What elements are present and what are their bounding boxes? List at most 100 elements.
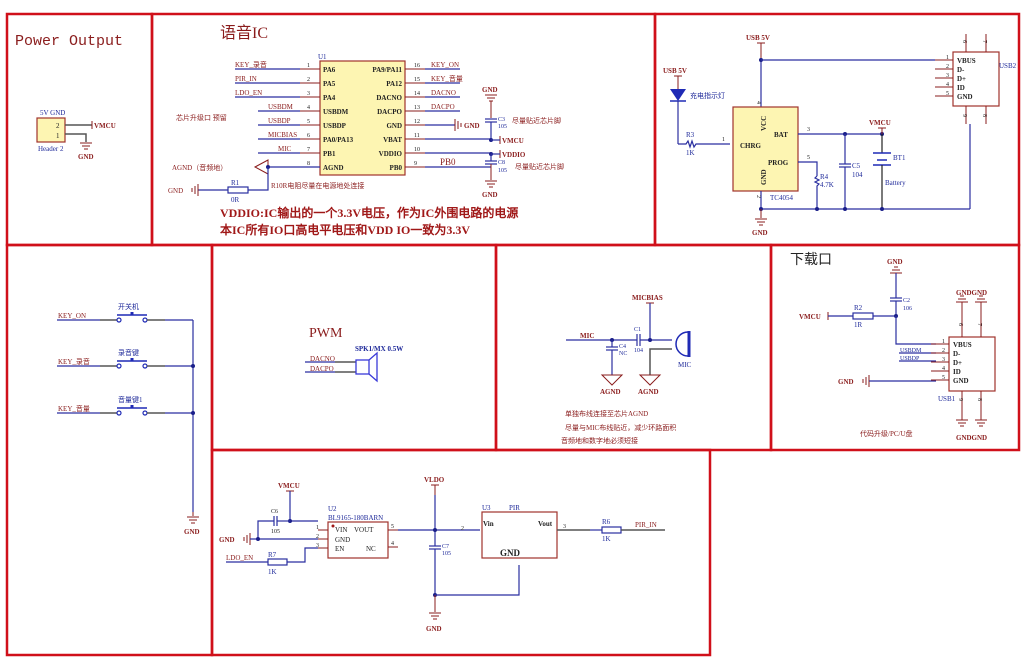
gnd-left: GND xyxy=(838,378,854,386)
ground-icon xyxy=(191,184,199,196)
frame-pwm xyxy=(210,243,498,452)
gnd-top: GND xyxy=(887,258,903,266)
net-vmcu: VMCU xyxy=(278,482,300,490)
resistor-r2 xyxy=(852,312,874,320)
pin-number: 11 xyxy=(414,133,420,139)
resistor-r7 xyxy=(267,558,288,566)
c1-ref: C1 xyxy=(634,327,641,333)
usb1-connector xyxy=(948,336,996,392)
microphone-icon xyxy=(675,331,691,357)
net-label: MIC xyxy=(278,145,292,153)
usb1-ref: USB1 xyxy=(938,395,956,403)
pwm-section: PWM SPK1/MX 0.5W DACNO DACPO xyxy=(305,326,403,383)
pin-label: VCC xyxy=(760,116,768,131)
r6-ref: R6 xyxy=(602,518,611,526)
r3-ref: R3 xyxy=(686,131,695,139)
pin-number: 5 xyxy=(307,119,310,125)
net-vddio: VDDIO xyxy=(502,151,526,159)
usb-upgrade-note: 芯片升级口 预留 xyxy=(176,113,227,122)
agnd-label: AGND xyxy=(600,388,621,396)
pin-number: 2 xyxy=(307,77,310,83)
ground-icon xyxy=(454,119,462,131)
c8-value: 105 xyxy=(498,168,507,174)
agnd-symbol-icon xyxy=(638,374,662,386)
speaker-icon xyxy=(355,351,378,383)
c2-value: 106 xyxy=(903,306,912,312)
resistor-r6 xyxy=(601,526,622,534)
r3-value: 1K xyxy=(686,149,695,157)
c2-ref: C2 xyxy=(903,298,910,304)
c1-value: 104 xyxy=(634,348,643,354)
net-label: DACNO xyxy=(431,89,456,97)
pin-label: VOUT xyxy=(354,526,374,534)
key-label: 音量键1 xyxy=(118,395,143,404)
charger-ic xyxy=(732,106,799,192)
battery-icon xyxy=(873,152,891,166)
pin-number: 1 xyxy=(946,55,949,61)
pin-label: VBUS xyxy=(953,341,972,349)
ground-icon xyxy=(890,266,902,274)
ground-icon xyxy=(429,612,441,620)
mic-section: MICBIAS MIC C1 104 C4 NC AGND AGND MIC 单… xyxy=(561,294,692,445)
pin-number: 4 xyxy=(307,105,310,111)
pin-number: 9 xyxy=(414,161,417,167)
c8-ref: C8 xyxy=(498,160,505,166)
pin-number: 3 xyxy=(946,73,949,79)
pin-label: USBDP xyxy=(323,122,347,130)
pin-number: 1 xyxy=(942,339,945,345)
pin-label: GND xyxy=(957,93,973,101)
u1-right-pins: 16PA9/PA11KEY_ON15PA12KEY_音量14DACNODACNO… xyxy=(372,61,491,172)
pin-label: D- xyxy=(953,350,961,358)
pin-number: 3 xyxy=(942,357,945,363)
ground-icon xyxy=(956,295,987,303)
download-note: 代码升级/PC/U盘 xyxy=(860,429,913,438)
c7-ref: C7 xyxy=(442,544,449,550)
pin-label: PB1 xyxy=(323,150,336,158)
pin-number: 3 xyxy=(563,524,566,530)
battery-value: Battery xyxy=(885,179,906,187)
pin-number: 2 xyxy=(56,122,60,130)
net-label: MICBIAS xyxy=(268,131,297,139)
pin-number: 8 xyxy=(981,114,987,117)
pin-number: 8 xyxy=(976,398,982,401)
ground-icon xyxy=(485,180,497,188)
c6-value: 105 xyxy=(271,529,280,535)
frame-keys xyxy=(5,243,214,657)
u2-ref: U2 xyxy=(328,505,337,513)
u3-part: PIR xyxy=(509,504,520,512)
pin-label: GND xyxy=(953,377,969,385)
gnd-bottom: GND xyxy=(482,191,498,199)
net-label: GND xyxy=(464,122,480,130)
pin-number: 5 xyxy=(391,524,394,530)
pin-number: 3 xyxy=(807,127,810,133)
pin-number: 7 xyxy=(976,323,982,326)
pin-number: 7 xyxy=(981,40,987,43)
r7-ref: R7 xyxy=(268,551,277,559)
pin-number: 6 xyxy=(961,40,967,43)
gnd-label: GND xyxy=(752,229,768,237)
net-vmcu: VMCU xyxy=(799,313,821,321)
r1-value: 0R xyxy=(231,196,240,204)
pin-number: 2 xyxy=(942,348,945,354)
pin-number: 9 xyxy=(957,398,963,401)
pin-label: USBDM xyxy=(323,108,349,116)
vddio-note-line1: VDDIO:IC输出的一个3.3V电压，作为IC外围电路的电源 xyxy=(220,205,518,220)
pin-number: 4 xyxy=(942,366,945,372)
pin-number: 4 xyxy=(755,101,761,104)
net-dacno: DACNO xyxy=(310,355,335,363)
led-icon xyxy=(670,89,686,101)
pin-label: VBUS xyxy=(957,57,976,65)
pin-number: 2 xyxy=(755,195,761,198)
pin-label: GND xyxy=(335,536,350,544)
ground-icon xyxy=(80,142,92,150)
r1-ref: R1 xyxy=(231,179,240,187)
pin-label: GND xyxy=(500,548,521,558)
pin-label: GND xyxy=(760,169,768,185)
c6-ref: C6 xyxy=(271,509,278,515)
